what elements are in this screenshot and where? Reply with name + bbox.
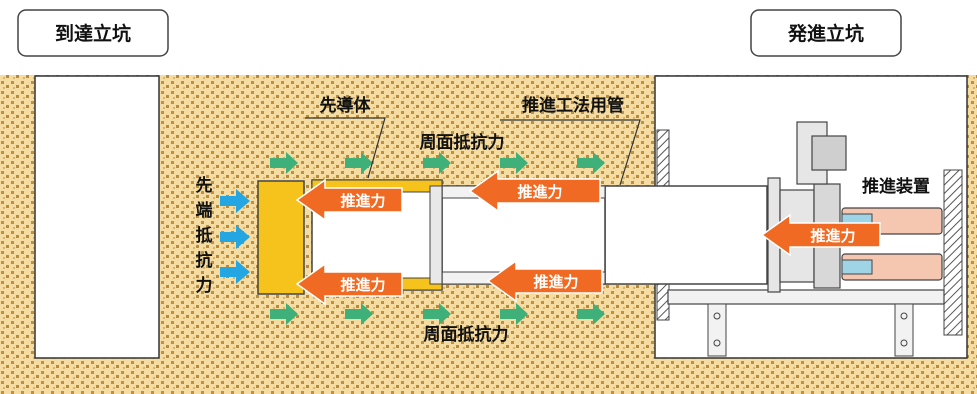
arrival-shaft-pit <box>34 75 160 359</box>
thrust-label: 推進力 <box>517 183 562 201</box>
resistance-arrow-icon <box>345 303 373 325</box>
thrust-label: 推進力 <box>340 192 385 210</box>
arrival-shaft-label: 到達立坑 <box>55 22 131 45</box>
jacking-pipe-label: 推進工法用管 <box>522 95 624 116</box>
support-post-left <box>707 303 727 357</box>
tip-resistance-char: 抗 <box>196 250 213 271</box>
tip-resistance-char: 抵 <box>196 225 213 246</box>
surface-resistance-label-bottom: 周面抵抗力 <box>424 324 509 345</box>
resistance-arrow-icon <box>423 303 451 325</box>
thrust-arrow-icon <box>760 213 881 257</box>
thrust-label: 推進力 <box>340 276 385 294</box>
lead-body-label: 先導体 <box>320 95 372 116</box>
cutter-head <box>257 180 305 295</box>
thrust-arrow-icon <box>295 262 403 306</box>
launch-shaft-label: 発進立坑 <box>787 22 864 45</box>
surface-resistance-arrows-top <box>270 152 605 174</box>
bolt <box>900 339 908 347</box>
jacking-pipe-leader-line <box>500 119 641 186</box>
thrust-arrow-icon <box>295 178 403 222</box>
tip-arrow-icon <box>220 260 250 284</box>
thrust-label: 推進力 <box>810 227 855 245</box>
bolt <box>713 339 721 347</box>
jacking-device-label: 推進装置 <box>862 176 930 197</box>
resistance-arrow-icon <box>270 303 298 325</box>
thrust-arrows <box>295 169 881 306</box>
resistance-arrow-icon <box>577 152 605 174</box>
arrival-shaft-label-box <box>17 9 169 57</box>
tip-arrow-icon <box>220 189 250 213</box>
tip-resistance-label: 先 端 抵 抗 力 <box>196 175 213 296</box>
surface-resistance-label-top: 周面抵抗力 <box>420 132 505 153</box>
thrust-arrow-icon <box>468 169 601 213</box>
jack-rod-bottom <box>841 259 873 275</box>
tip-resistance-arrows <box>220 189 250 284</box>
tip-resistance-char: 端 <box>196 200 213 221</box>
lead-body-leader-line <box>305 117 386 179</box>
launch-base-rail <box>667 289 945 305</box>
resistance-arrow-icon <box>423 152 451 174</box>
bolt <box>900 312 908 320</box>
lead-body-joint <box>429 185 443 285</box>
thrust-label: 推進力 <box>533 273 578 291</box>
support-post-right <box>894 303 914 357</box>
resistance-arrow-icon <box>345 152 373 174</box>
resistance-arrow-icon <box>500 152 528 174</box>
jacking-pipe-launch <box>604 185 768 285</box>
back-wall <box>943 169 963 336</box>
surface-resistance-arrows-bottom <box>270 303 605 325</box>
resistance-arrow-icon <box>577 303 605 325</box>
tip-arrow-icon <box>220 225 250 249</box>
tip-resistance-char: 先 <box>196 175 213 196</box>
bolt <box>713 312 721 320</box>
tip-resistance-char: 力 <box>196 275 213 296</box>
resistance-arrow-icon <box>500 303 528 325</box>
motor <box>811 135 847 171</box>
launch-shaft-label-box <box>750 9 902 57</box>
thrust-arrow-icon <box>486 259 603 303</box>
resistance-arrow-icon <box>270 152 298 174</box>
